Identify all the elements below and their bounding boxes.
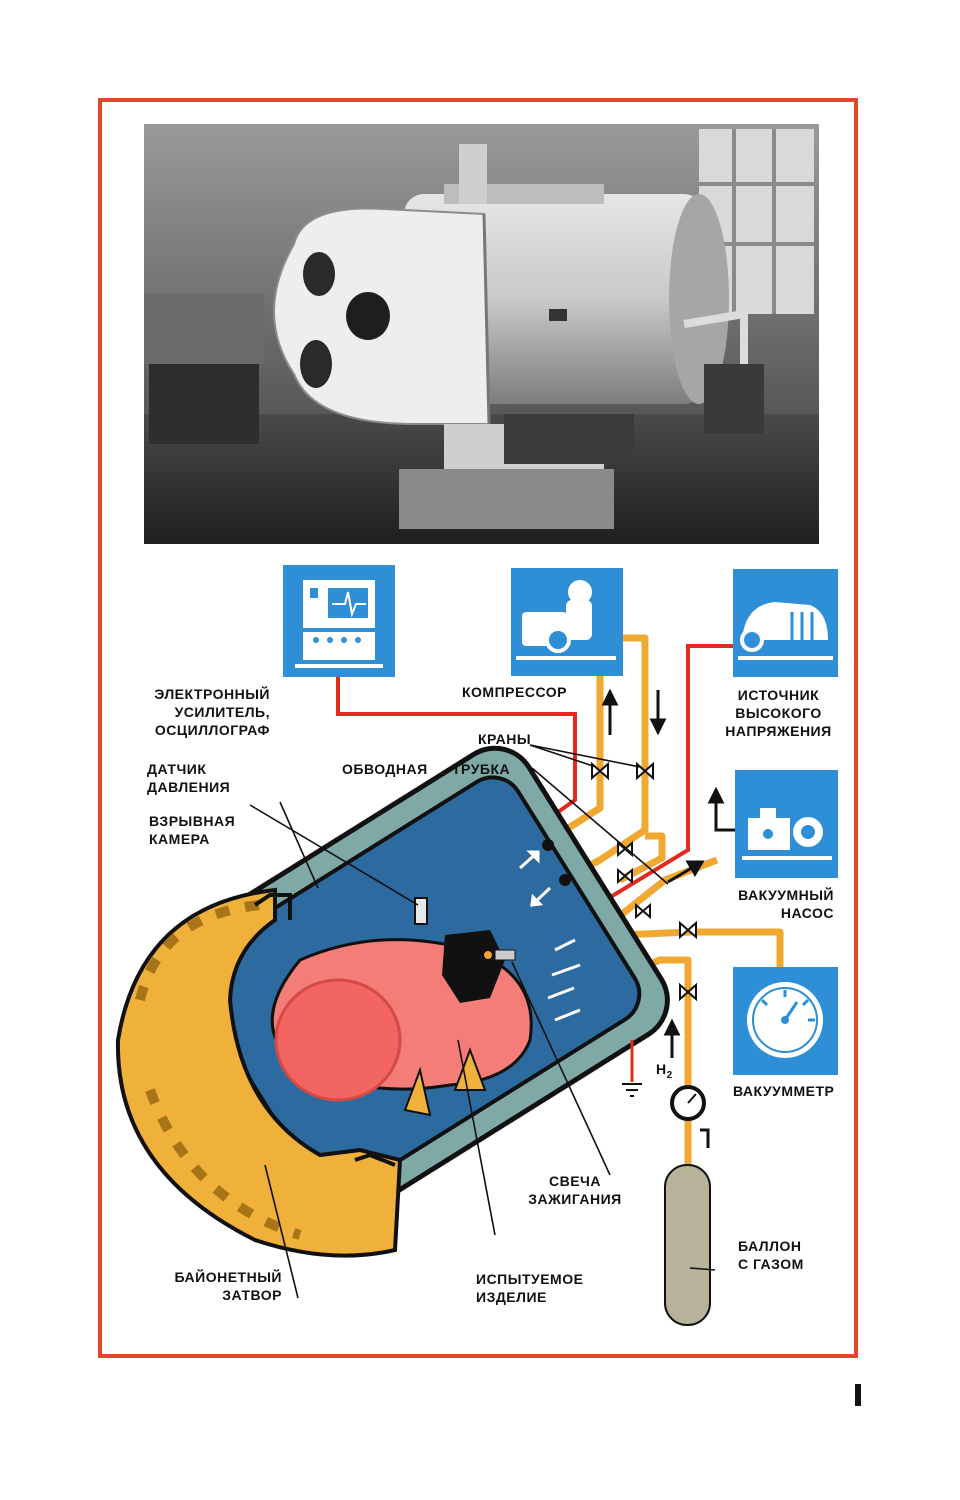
vacuum-pump-icon: [735, 770, 838, 878]
vacuum-meter-pipe: [621, 928, 784, 975]
gas-cylinder: [664, 1164, 711, 1326]
bayonet-lock: [115, 887, 403, 1258]
bypass-label-1: ОБВОДНАЯ: [342, 761, 428, 777]
valves-label: КРАНЫ: [478, 731, 532, 747]
page-frame: [98, 98, 858, 1358]
high-voltage-icon: [733, 569, 838, 677]
test-item: [270, 930, 533, 1117]
valves: [591, 761, 697, 1002]
vacuum-pump-pipe: [609, 856, 719, 925]
chamber-photo: [144, 124, 819, 544]
oscilloscope-icon: [283, 565, 395, 677]
hydrogen-gauge: [670, 1085, 710, 1148]
bypass-label-2: ТРУБКА: [452, 761, 511, 777]
vacuum-gauge-icon: [733, 967, 838, 1075]
spark-plug: [484, 949, 516, 961]
pressure-sensor: [414, 897, 428, 925]
bypass-tube: [618, 832, 666, 884]
page-marker: [855, 1384, 861, 1406]
compressor-label: КОМПРЕССОР: [462, 684, 567, 700]
compressor-icon: [511, 568, 623, 676]
vacuum-meter-label: ВАКУУММЕТР: [733, 1083, 835, 1099]
h2-label: H2: [656, 1061, 673, 1081]
